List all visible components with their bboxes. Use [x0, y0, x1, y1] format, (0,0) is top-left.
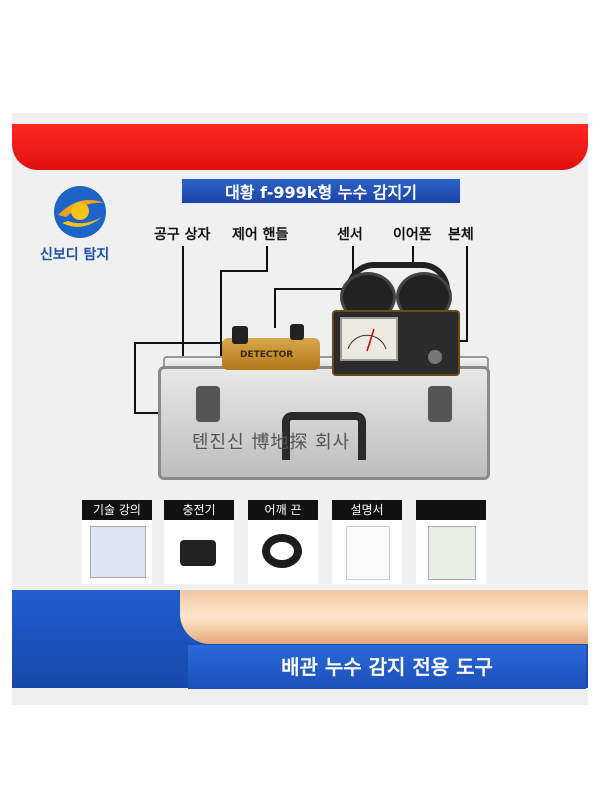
accessory-charger: 충전기	[164, 500, 234, 584]
label-earphone: 이어폰	[393, 227, 432, 243]
case-handle	[282, 412, 366, 460]
accessory-shoulder-strap: 어깨 끈	[248, 500, 318, 584]
accessory-certificate	[416, 500, 486, 584]
label-main-body: 본체	[448, 227, 474, 243]
product-title: 대황 f-999k형 누수 감지기	[180, 177, 462, 205]
strap-icon	[262, 534, 302, 568]
instructions-sheet-icon	[346, 526, 390, 580]
control-knob-icon	[428, 350, 442, 364]
callout-line	[220, 270, 268, 272]
certificate-icon	[428, 526, 476, 580]
accessory-label	[416, 500, 486, 520]
callout-line	[134, 342, 136, 414]
label-control-handle: 제어 핸들	[232, 227, 289, 243]
brand-logo-icon	[48, 183, 112, 241]
accessory-label: 충전기	[164, 500, 234, 520]
analog-meter-icon	[340, 317, 398, 361]
callout-line	[134, 342, 226, 344]
callout-line	[352, 246, 354, 288]
callout-line	[266, 246, 268, 270]
callout-line	[274, 288, 354, 290]
callout-line	[220, 270, 222, 360]
case-engraving: 톈진신 博地探 회사	[192, 432, 351, 453]
detector-label: DETECTOR	[240, 350, 294, 360]
label-tool-case: 공구 상자	[154, 227, 211, 243]
connector-post-icon	[290, 324, 304, 340]
accessory-label: 기술 강의	[82, 500, 152, 520]
case-latch-icon	[428, 386, 452, 422]
callout-line	[466, 246, 468, 340]
accessory-label: 설명서	[332, 500, 402, 520]
connector-post-icon	[232, 326, 248, 344]
callout-line	[182, 246, 184, 414]
accessory-instructions: 설명서	[332, 500, 402, 584]
label-sensor: 센서	[337, 227, 363, 243]
bottom-slogan: 배관 누수 감지 전용 도구	[188, 645, 586, 689]
pipe-graphic	[180, 590, 588, 644]
accessory-manual-course: 기술 강의	[82, 500, 152, 584]
booklet-icon	[90, 526, 146, 578]
callout-line	[452, 340, 468, 342]
accessory-label: 어깨 끈	[248, 500, 318, 520]
tool-case	[158, 366, 490, 480]
top-red-band	[12, 124, 588, 170]
case-latch-icon	[196, 386, 220, 422]
brand-name: 신보디 탐지	[40, 247, 110, 263]
callout-line	[412, 246, 414, 268]
callout-line	[274, 288, 276, 328]
charger-icon	[180, 540, 216, 566]
